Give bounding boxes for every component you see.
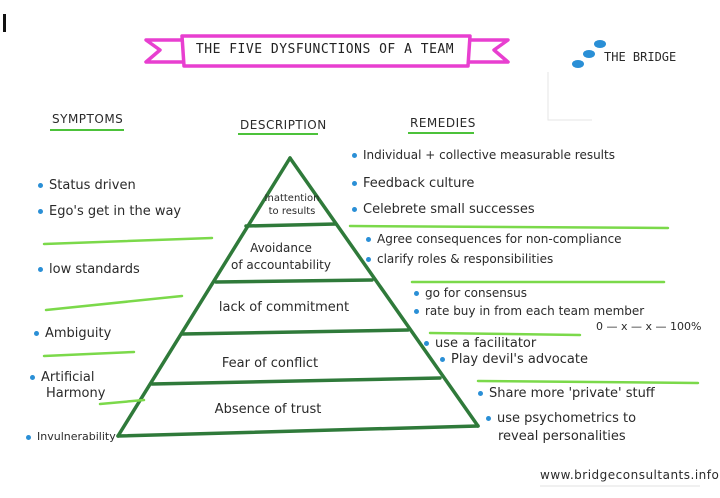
remedy-item: Celebrete small successes xyxy=(352,202,535,217)
pyramid-level-accountability-line1: Avoidance xyxy=(250,241,312,255)
remedy-item: go for consensus xyxy=(414,286,527,300)
pyramid-level-trust: Absence of trust xyxy=(214,402,322,417)
bullet-dot xyxy=(486,416,491,421)
symptom-item: Ego's get in the way xyxy=(38,204,181,219)
remedy-item: Feedback culture xyxy=(352,176,474,191)
bullet-dot xyxy=(352,181,357,186)
bullet-dot xyxy=(38,183,43,188)
remedy-item: Play devil's advocate xyxy=(440,352,588,367)
remedy-item: use a facilitator xyxy=(424,336,536,351)
website-link[interactable]: www.bridgeconsultants.info xyxy=(540,468,720,482)
bullet-dot xyxy=(38,209,43,214)
pyramid-level-results-line2: to results xyxy=(268,206,316,217)
bullet-dot xyxy=(38,267,43,272)
symptoms-heading: SYMPTOMS xyxy=(52,112,124,126)
symptom-item: Status driven xyxy=(38,178,136,193)
symptom-item: Artificial Harmony xyxy=(30,370,105,402)
remedy-item: Share more 'private' stuff xyxy=(478,386,655,401)
bullet-dot xyxy=(352,153,357,158)
commitment-scale: 0 — x — x — 100% xyxy=(596,320,702,333)
bullet-dot xyxy=(30,375,35,380)
bullet-dot xyxy=(478,391,483,396)
pyramid-level-results-line1: Inattention xyxy=(264,193,320,204)
remedy-dividers xyxy=(348,224,700,385)
remedy-item: Agree consequences for non-compliance xyxy=(366,232,622,246)
corner-mark xyxy=(3,14,6,32)
pyramid-level-results: Inattention to results xyxy=(256,192,328,218)
remedy-item: clarify roles & responsibilities xyxy=(366,252,553,266)
bullet-dot xyxy=(34,331,39,336)
bullet-dot xyxy=(26,434,31,440)
remedy-item: rate buy in from each team member xyxy=(414,304,644,318)
bullet-dot xyxy=(424,341,429,346)
bullet-dot xyxy=(440,357,445,362)
pyramid-level-accountability: Avoidance of accountability xyxy=(224,240,338,274)
bullet-dot xyxy=(366,237,371,242)
bullet-dot xyxy=(414,291,419,296)
symptom-dividers xyxy=(42,236,214,406)
remedy-item-line2: reveal personalities xyxy=(498,429,626,444)
title-banner xyxy=(144,34,510,68)
page-title: THE FIVE DYSFUNCTIONS OF A TEAM xyxy=(195,42,455,57)
symptom-item-line2: Harmony xyxy=(46,386,106,401)
paper-edge xyxy=(547,72,592,121)
pyramid-level-accountability-line2: of accountability xyxy=(231,258,331,272)
symptom-item: Invulnerability xyxy=(26,430,116,443)
remedy-item: use psychometrics to reveal personalitie… xyxy=(486,410,636,446)
bullet-dot xyxy=(366,257,371,262)
bullet-dot xyxy=(352,207,357,212)
pyramid-level-conflict: Fear of conflict xyxy=(221,356,319,371)
remedies-heading: REMEDIES xyxy=(410,116,476,130)
pyramid-level-commitment: lack of commitment xyxy=(218,300,350,315)
bullet-dot xyxy=(414,309,419,314)
brand-label: THE BRIDGE xyxy=(604,50,677,64)
symptom-item: Ambiguity xyxy=(34,326,111,341)
pyramid xyxy=(116,156,480,438)
description-heading: DESCRIPTION xyxy=(240,118,327,132)
bridge-logo-dots xyxy=(572,40,606,68)
symptom-item: low standards xyxy=(38,262,140,277)
remedy-item: Individual + collective measurable resul… xyxy=(352,148,615,162)
